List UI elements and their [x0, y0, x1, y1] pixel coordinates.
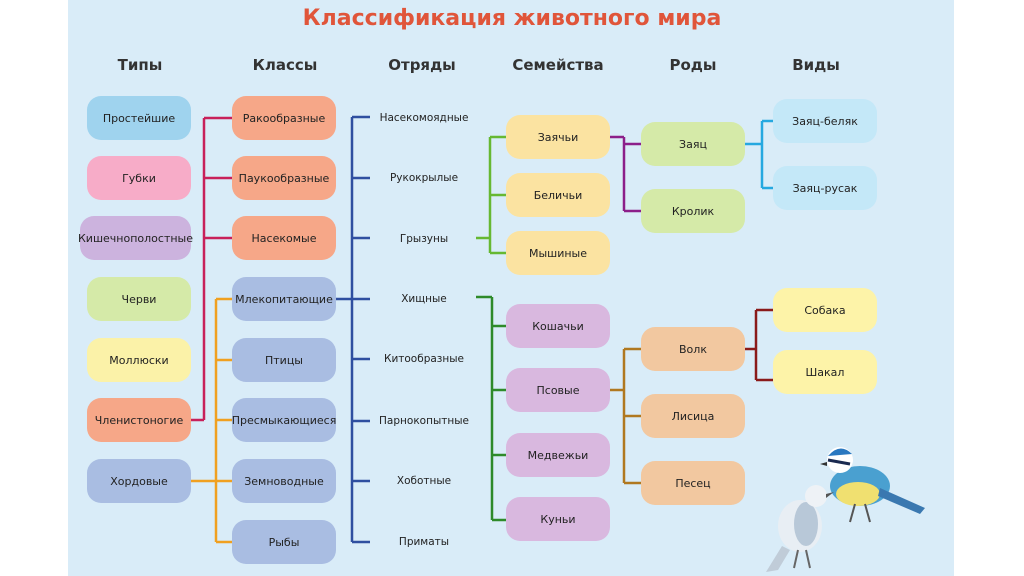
class-box: Рыбы [232, 520, 336, 564]
header-genera: Роды [669, 56, 717, 74]
order-label: Рукокрылые [389, 172, 459, 184]
family-box: Беличьи [506, 173, 610, 217]
class-box: Пресмыкающиеся [232, 398, 336, 442]
header-classes: Классы [252, 56, 318, 74]
family-box: Медвежьи [506, 433, 610, 477]
class-box: Млекопитающие [232, 277, 336, 321]
order-label: Китообразные [383, 353, 465, 365]
genus-box: Песец [641, 461, 745, 505]
class-box: Ракообразные [232, 96, 336, 140]
class-box: Земноводные [232, 459, 336, 503]
type-box: Кишечнополостные [78, 216, 193, 260]
order-label: Насекомоядные [379, 112, 469, 124]
genus-box: Заяц [641, 122, 745, 166]
order-label: Хищные [401, 293, 447, 305]
species-box: Шакал [773, 350, 877, 394]
type-box: Черви [87, 277, 191, 321]
header-types: Типы [117, 56, 163, 74]
header-orders: Отряды [388, 56, 456, 74]
species-box: Собака [773, 288, 877, 332]
type-box: Членистоногие [87, 398, 191, 442]
species-box: Заяц-беляк [773, 99, 877, 143]
class-box: Насекомые [232, 216, 336, 260]
type-box: Моллюски [87, 338, 191, 382]
species-box: Заяц-русак [773, 166, 877, 210]
genus-box: Лисица [641, 394, 745, 438]
family-box: Заячьи [506, 115, 610, 159]
header-species: Виды [792, 56, 840, 74]
type-box: Простейшие [87, 96, 191, 140]
header-families: Семейства [512, 56, 604, 74]
family-box: Псовые [506, 368, 610, 412]
type-box: Хордовые [87, 459, 191, 503]
blue-tit-icon [820, 447, 925, 523]
family-box: Куньи [506, 497, 610, 541]
genus-box: Волк [641, 327, 745, 371]
genus-box: Кролик [641, 189, 745, 233]
family-box: Кошачьи [506, 304, 610, 348]
type-box: Губки [87, 156, 191, 200]
diagram-title: Классификация животного мира [302, 6, 722, 31]
birds-illustration [766, 447, 925, 572]
white-bird-icon [766, 485, 834, 572]
order-label: Приматы [398, 536, 450, 548]
family-box: Мышиные [506, 231, 610, 275]
order-label: Парнокопытные [379, 415, 469, 427]
class-box: Птицы [232, 338, 336, 382]
order-label: Грызуны [399, 233, 449, 245]
order-label: Хоботные [396, 475, 452, 487]
class-box: Паукообразные [232, 156, 336, 200]
